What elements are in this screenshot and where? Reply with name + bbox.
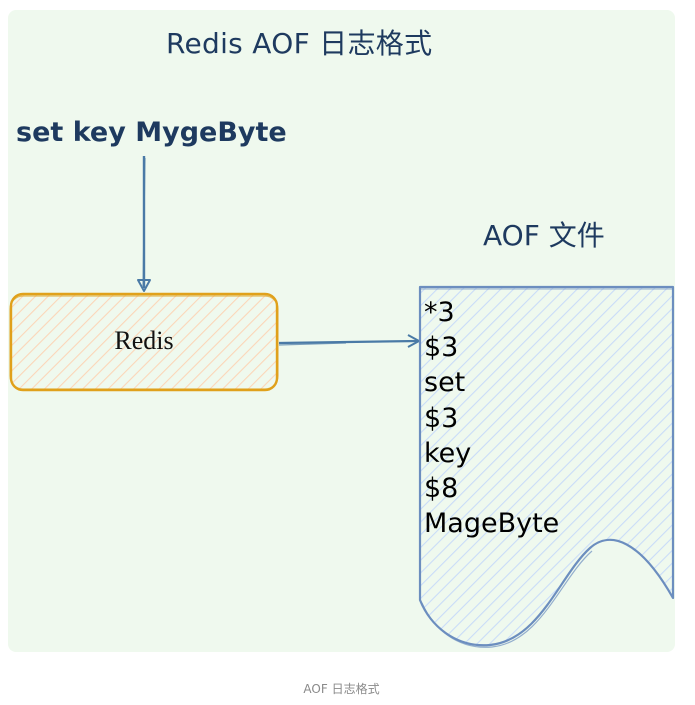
aof-line: key xyxy=(424,437,472,469)
aof-file-label: AOF 文件 xyxy=(483,219,605,252)
aof-line: *3 xyxy=(424,297,455,328)
aof-line: $3 xyxy=(424,402,459,434)
command-text: set key MygeByte xyxy=(16,117,287,148)
aof-line: $8 xyxy=(424,473,459,505)
redis-box xyxy=(9,292,279,392)
aof-file-shape xyxy=(418,285,675,648)
command-to-redis-arrow xyxy=(137,156,151,292)
redis-box-label: Redis xyxy=(114,326,174,355)
aof-line: $3 xyxy=(424,332,459,364)
aof-line: MageByte xyxy=(424,508,560,540)
aof-line: set xyxy=(424,367,466,399)
figure-caption: AOF 日志格式 xyxy=(303,682,380,696)
aof-file-content: *3 $3 set $3 key $8 MageByte xyxy=(424,295,559,541)
redis-to-aof-arrow xyxy=(278,334,420,348)
diagram-title: Redis AOF 日志格式 xyxy=(166,27,433,60)
